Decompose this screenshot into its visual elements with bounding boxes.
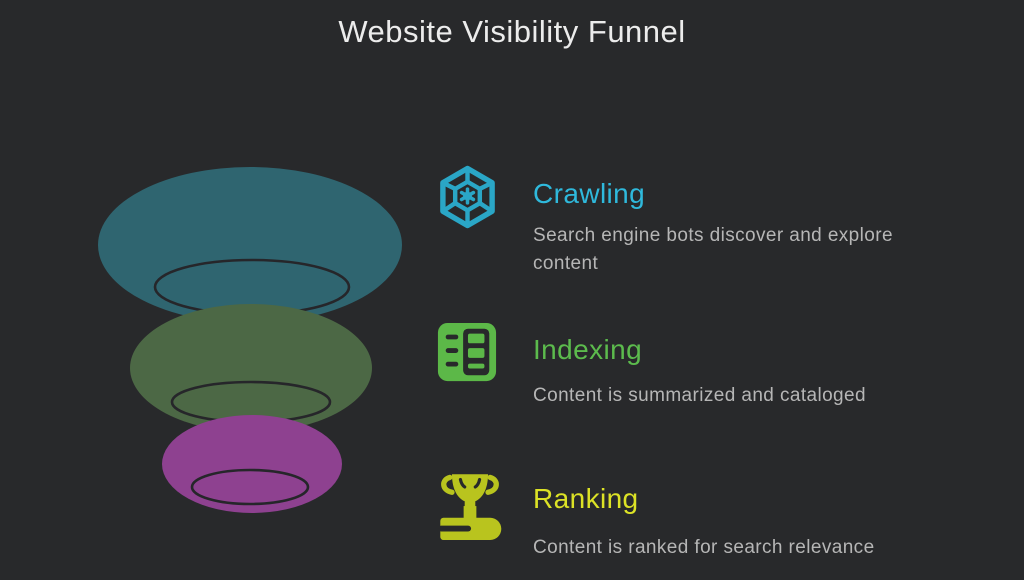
step-description-ranking: Content is ranked for search relevance [533, 537, 875, 558]
step-row-indexing: Indexing Content is summarized and catal… [436, 321, 936, 431]
step-description-indexing: Content is summarized and cataloged [533, 385, 866, 406]
funnel-rim-ranking [190, 468, 310, 506]
step-description-crawling: Search engine bots discover and explore … [533, 225, 893, 274]
page-title: Website Visibility Funnel [338, 14, 686, 49]
step-row-crawling: Crawling Search engine bots discover and… [436, 165, 936, 295]
step-label-crawling: Crawling [533, 178, 646, 209]
step-label-indexing: Indexing [533, 334, 643, 365]
index-catalog-icon [437, 322, 497, 382]
trophy-book-icon [438, 474, 502, 540]
spider-web-icon [440, 165, 495, 229]
funnel-level-ranking [162, 415, 342, 513]
step-row-ranking: Ranking Content is ranked for search rel… [436, 470, 936, 580]
step-label-ranking: Ranking [533, 483, 639, 514]
funnel-level-indexing [130, 304, 372, 432]
funnel-level-crawling [98, 167, 402, 323]
